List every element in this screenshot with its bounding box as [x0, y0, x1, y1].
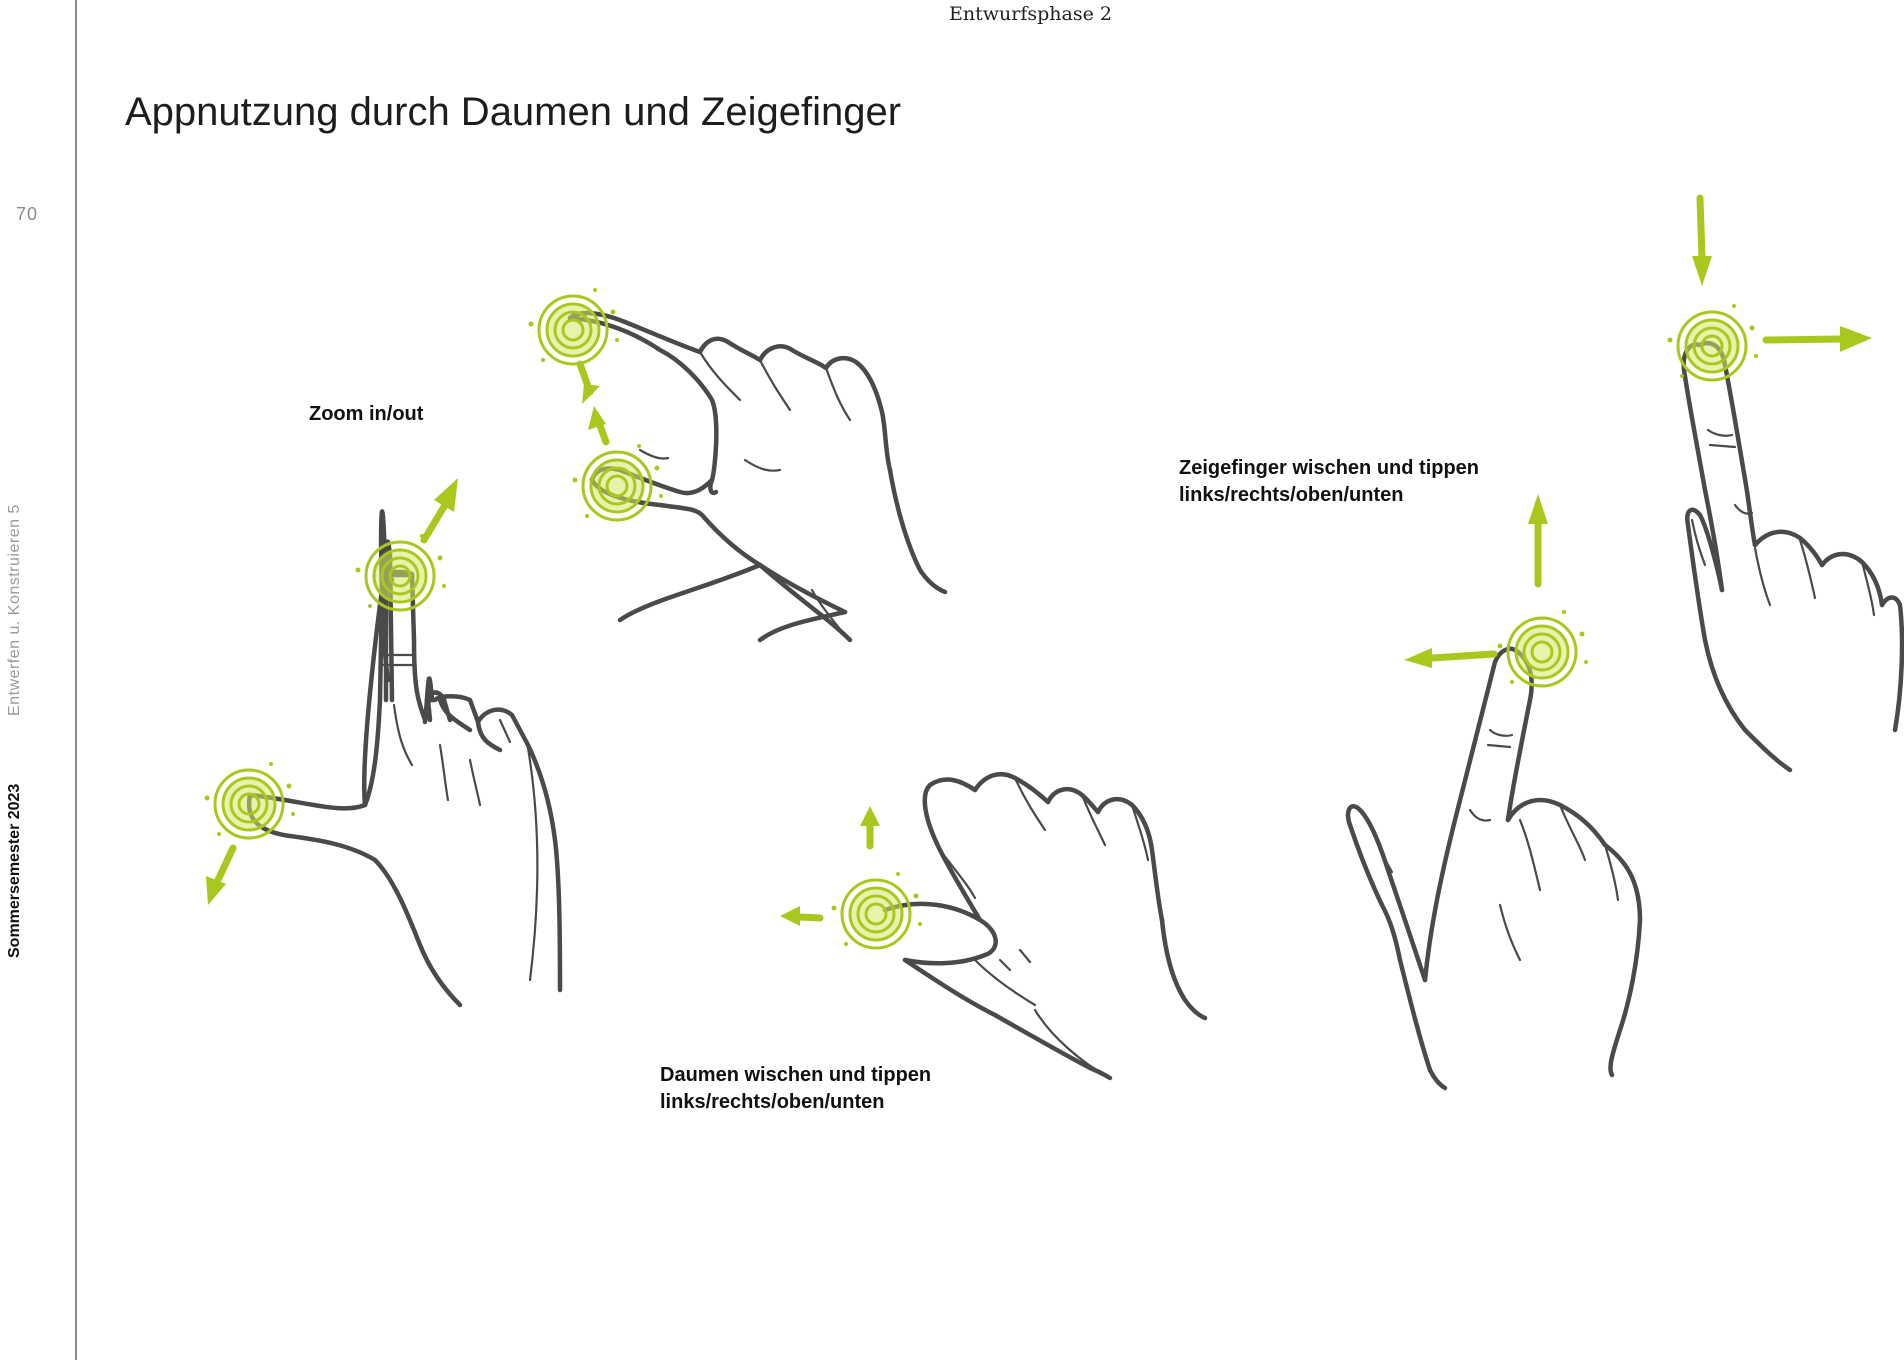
- thumb-gesture-label: Daumen wischen und tippen links/rechts/o…: [660, 1062, 931, 1116]
- index-label-line1: Zeigefinger wischen und tippen: [1179, 457, 1480, 479]
- tap-ring-icon: [830, 870, 924, 950]
- index-gesture-label: Zeigefinger wischen und tippen links/rec…: [1179, 455, 1479, 509]
- swipe-arrow-icon: [1762, 326, 1872, 352]
- zoom-label-text: Zoom in/out: [309, 403, 424, 425]
- swipe-arrow-icon: [588, 406, 610, 446]
- page-title: Appnutzung durch Daumen und Zeigefinger: [125, 90, 902, 134]
- tap-ring-icon: [354, 532, 448, 612]
- swipe-arrow-icon: [1528, 494, 1548, 588]
- hand-thumb-swipe-illustration: [882, 772, 1208, 1081]
- swipe-arrow-icon: [780, 906, 824, 926]
- thumb-label-line2: links/rechts/oben/unten: [660, 1091, 885, 1113]
- swipe-arrow-icon: [420, 478, 458, 544]
- page-number: 70: [16, 204, 39, 224]
- zoom-gesture-label: Zoom in/out: [309, 401, 423, 428]
- swipe-arrow-icon: [1404, 648, 1498, 668]
- hand-index-tap-right-illustration: [1681, 340, 1904, 773]
- thumb-label-line1: Daumen wischen und tippen: [660, 1064, 932, 1086]
- section-header: Entwurfsphase 2: [949, 3, 1112, 25]
- swipe-arrow-icon: [860, 806, 880, 850]
- index-label-line2: links/rechts/oben/unten: [1179, 484, 1404, 506]
- margin-divider: [75, 0, 77, 1360]
- hand-index-tap-center-illustration: [1345, 646, 1643, 1091]
- tap-ring-icon: [203, 760, 297, 840]
- tap-ring-icon: [527, 286, 621, 366]
- swipe-arrow-icon: [576, 360, 600, 404]
- tap-ring-icon: [1666, 302, 1760, 382]
- swipe-arrow-icon: [206, 844, 237, 905]
- swipe-arrow-icon: [1692, 194, 1712, 286]
